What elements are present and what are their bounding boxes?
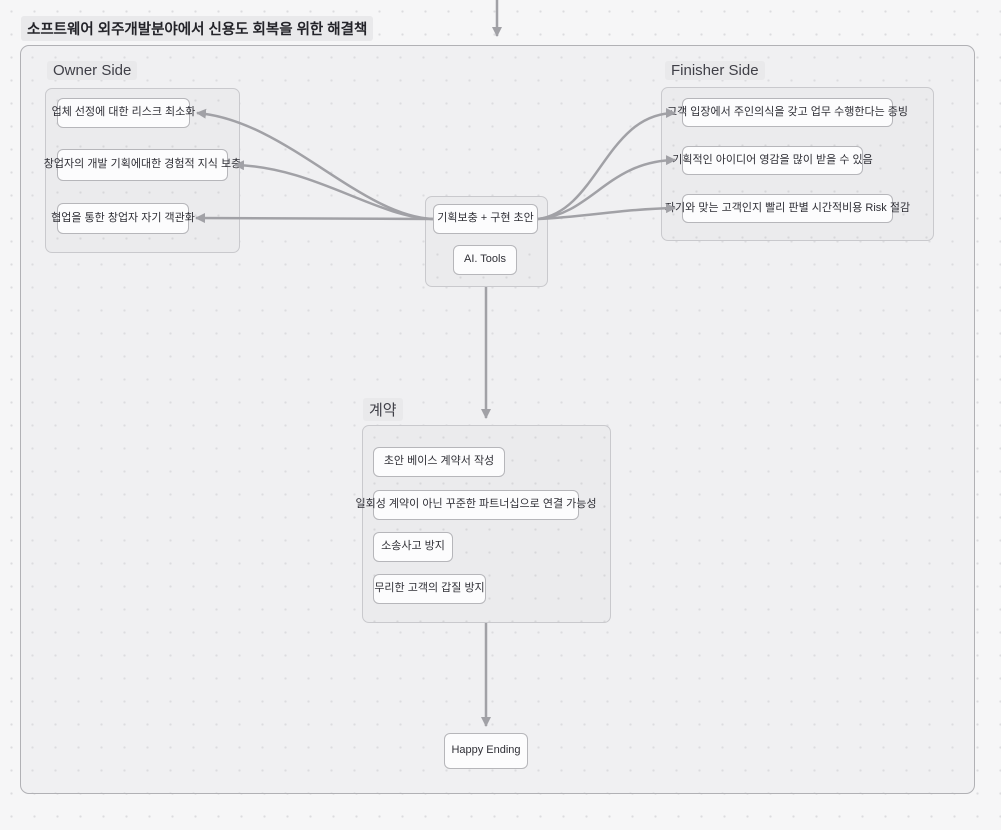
contract-node-lawsuit-prevention[interactable]: 소송사고 방지 bbox=[373, 532, 453, 562]
contract-node-draft-base[interactable]: 초안 베이스 계약서 작성 bbox=[373, 447, 505, 477]
owner-node-knowledge-supplement[interactable]: 창업자의 개발 기획에대한 경험적 지식 보충 bbox=[44, 149, 241, 181]
owner-node-self-objectify[interactable]: 협업을 통한 창업자 자기 객관화 bbox=[51, 203, 195, 234]
owner-node-risk-minimize[interactable]: 업체 선정에 대한 리스크 최소화 bbox=[52, 98, 195, 128]
contract-label[interactable]: 계약 bbox=[363, 398, 403, 421]
finisher-side-label[interactable]: Finisher Side bbox=[665, 61, 765, 80]
finisher-node-ownership-proof[interactable]: 고객 입장에서 주인의식을 갖고 업무 수행한다는 증빙 bbox=[667, 98, 908, 127]
contract-node-partnership[interactable]: 일회성 계약이 아닌 꾸준한 파트너십으로 연결 가능성 bbox=[356, 490, 597, 520]
finisher-node-risk-reduction[interactable]: 자기와 맞는 고객인지 빨리 판별 시간적비용 Risk 절감 bbox=[665, 194, 910, 223]
contract-node-abuse-prevention[interactable]: 무리한 고객의 갑질 방지 bbox=[373, 574, 486, 604]
owner-side-label[interactable]: Owner Side bbox=[47, 61, 138, 80]
happy-ending-node[interactable]: Happy Ending bbox=[444, 733, 528, 769]
finisher-node-idea-inspiration[interactable]: 기획적인 아이디어 영감을 많이 받을 수 있음 bbox=[672, 146, 873, 175]
center-node-ai-tools[interactable]: AI. Tools bbox=[453, 245, 517, 275]
center-node-plan-draft[interactable]: 기획보충 + 구현 초안 bbox=[433, 204, 538, 234]
diagram-title[interactable]: 소프트웨어 외주개발분야에서 신용도 회복을 위한 해결책 bbox=[21, 16, 374, 41]
